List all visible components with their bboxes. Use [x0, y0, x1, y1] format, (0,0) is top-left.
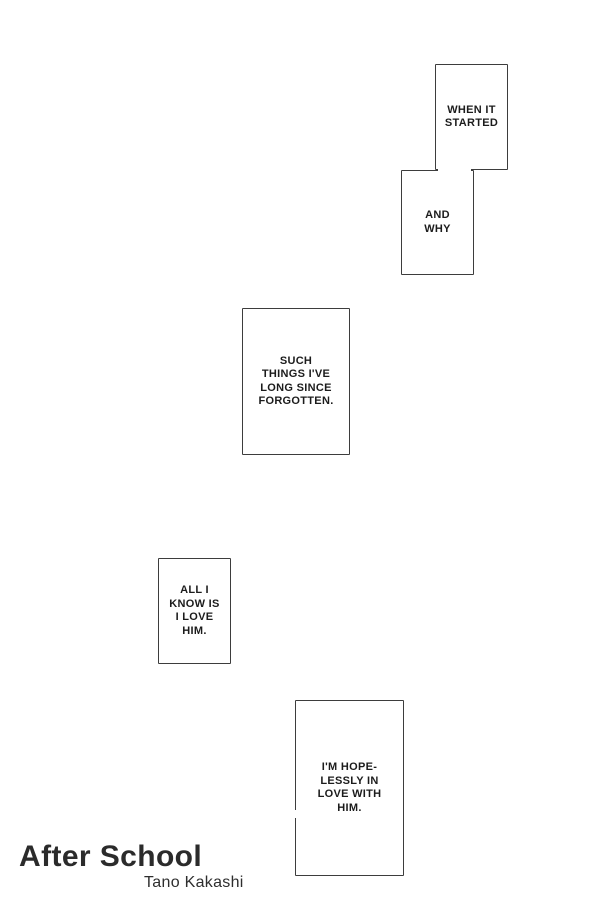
- author-name: Tano Kakashi: [144, 874, 244, 891]
- caption-line: ALL I: [180, 584, 209, 596]
- caption-line: HIM.: [182, 624, 207, 637]
- caption-box-such-things: SUCH THINGS I'VE LONG SINCE FORGOTTEN.: [242, 308, 350, 455]
- caption-box-when-it-started: WHEN IT STARTED: [435, 64, 508, 170]
- caption-line: HIM.: [337, 801, 362, 814]
- caption-line: LESSLY IN: [320, 774, 379, 787]
- caption-line: LOVE WITH: [317, 788, 382, 800]
- caption-line: WHEN IT: [447, 103, 496, 116]
- page-title: After School: [19, 840, 203, 873]
- caption-line: LONG SINCE: [260, 381, 332, 394]
- caption-line: WHY: [424, 222, 451, 235]
- caption-line: KNOW IS: [169, 597, 220, 610]
- caption-box-all-i-know: ALL I KNOW IS I LOVE HIM.: [158, 558, 231, 664]
- caption-line: SUCH: [279, 354, 313, 367]
- panel-join-gap: [438, 167, 471, 176]
- caption-line: STARTED: [444, 117, 499, 129]
- caption-line: I LOVE: [175, 611, 214, 623]
- scan-border-gap: [294, 810, 298, 818]
- caption-line: THINGS I'VE: [261, 368, 331, 380]
- caption-line: I'M HOPE-: [321, 761, 378, 773]
- caption-box-and-why: AND WHY: [401, 170, 474, 275]
- caption-line: AND: [425, 209, 450, 221]
- caption-box-hopelessly-in-love: I'M HOPE- LESSLY IN LOVE WITH HIM.: [295, 700, 404, 876]
- caption-line: FORGOTTEN.: [258, 395, 334, 407]
